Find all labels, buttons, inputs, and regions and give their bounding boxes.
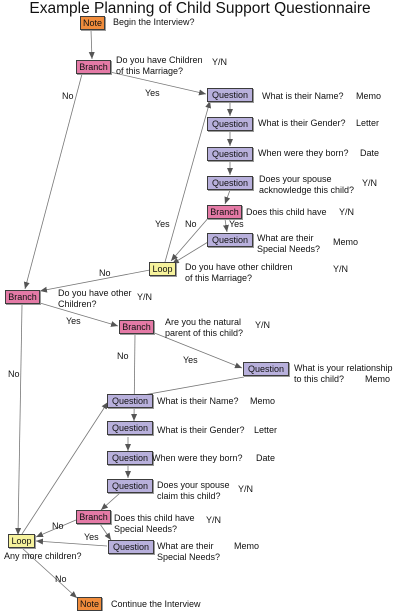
question-born-1: Question bbox=[207, 147, 253, 161]
text-memo-3: Memo bbox=[365, 374, 391, 384]
text-memo-2: Memo bbox=[333, 237, 359, 247]
text-special-needs-1: Does this child have bbox=[246, 207, 327, 217]
text-begin: Begin the Interview? bbox=[113, 17, 195, 27]
edge-label-b3-no: No bbox=[8, 369, 20, 379]
edge-label-b2-no: No bbox=[185, 219, 197, 229]
edge-loop1-yes-q1 bbox=[164, 100, 212, 263]
edge-branch2-yes-q5 bbox=[222, 218, 229, 233]
question-name-2: Question bbox=[107, 421, 153, 435]
branch-special-needs-1: Branch bbox=[207, 205, 242, 219]
text-letter-2: Letter bbox=[254, 425, 278, 435]
text-when-born-2: When were they born? bbox=[152, 453, 243, 463]
question-special-needs-2: Question bbox=[108, 540, 154, 554]
edge-label-b5-yes: Yes bbox=[84, 532, 99, 542]
text-spouse-acknowledge: Does your spouse acknowledge this child? bbox=[259, 174, 355, 195]
edge-label-b5-no: No bbox=[52, 521, 64, 531]
text-more-children: Any more children? bbox=[4, 551, 82, 561]
question-name-2b: Question bbox=[107, 394, 153, 408]
text-memo-1: Memo bbox=[356, 91, 382, 101]
text-their-gender-2: What is their Gender? bbox=[157, 425, 245, 435]
loop-more-children: Loop bbox=[8, 534, 35, 548]
question-spouse-claim: Question bbox=[107, 479, 153, 493]
edge-loop2-yes-q7 bbox=[21, 401, 109, 535]
edge-loop1-no bbox=[39, 269, 151, 293]
text-memo-4: Memo bbox=[250, 396, 276, 406]
question-relationship: Question bbox=[243, 362, 289, 376]
edge-label-b1-yes: Yes bbox=[145, 88, 160, 98]
edge-label-loop2-no: No bbox=[55, 574, 67, 584]
edge-label-b4-no: No bbox=[117, 351, 129, 361]
edge-note1-branch1 bbox=[88, 29, 95, 60]
edge-branch5-yes-q11 bbox=[99, 523, 112, 541]
text-yn-2: Y/N bbox=[362, 178, 378, 188]
edge-q5-loop1 bbox=[171, 241, 209, 265]
edge-label-b2-yes-loop: Yes bbox=[155, 219, 170, 229]
text-continue: Continue the Interview bbox=[111, 599, 201, 609]
text-special-needs-2: Does this child have Special Needs? bbox=[114, 513, 195, 534]
edge-branch1-no bbox=[23, 73, 83, 290]
question-acknowledge: Question bbox=[207, 176, 253, 190]
branch-special-needs-2: Branch bbox=[76, 510, 111, 524]
text-yn-5: Y/N bbox=[137, 292, 153, 302]
loop-other-children-marriage: Loop bbox=[149, 262, 176, 276]
text-their-gender-1: What is their Gender? bbox=[258, 118, 346, 128]
edge-branch5-no-loop2 bbox=[35, 519, 77, 538]
text-memo-5: Memo bbox=[234, 541, 260, 551]
text-their-name-1: What is their Name? bbox=[262, 91, 344, 101]
branch-other-children: Branch bbox=[5, 290, 40, 304]
edge-label-b2-yes: Yes bbox=[229, 219, 244, 229]
diagram-title: Example Planning of Child Support Questi… bbox=[29, 0, 371, 17]
branch-natural-parent: Branch bbox=[119, 320, 154, 334]
text-other-children-marriage: Do you have other children of this Marri… bbox=[185, 262, 293, 283]
question-gender-1: Question bbox=[207, 117, 253, 131]
edge-label-b3-yes: Yes bbox=[66, 316, 81, 326]
text-letter-1: Letter bbox=[356, 118, 380, 128]
text-their-name-2: What is their Name? bbox=[157, 396, 239, 406]
text-date-1: Date bbox=[360, 148, 380, 158]
text-spouse-claim: Does your spouse claim this child? bbox=[157, 480, 230, 501]
text-yn-3: Y/N bbox=[339, 207, 355, 217]
edge-q11-loop2 bbox=[35, 538, 108, 547]
text-other-children: Do you have other Children? bbox=[58, 288, 132, 309]
edge-branch3-yes bbox=[39, 302, 119, 327]
edge-branch4-yes bbox=[151, 331, 243, 369]
text-yn-4: Y/N bbox=[333, 264, 349, 274]
question-born-2: Question bbox=[107, 451, 153, 465]
edge-loop2-no bbox=[21, 547, 78, 599]
text-relationship: What is your relationship to this child? bbox=[294, 363, 393, 384]
edge-label-loop1-no: No bbox=[99, 268, 111, 278]
text-what-special-2: What are their Special Needs? bbox=[157, 541, 221, 562]
text-what-special-1: What are their Special Needs? bbox=[257, 233, 321, 254]
edge-branch2-no-loop1 bbox=[170, 215, 211, 262]
text-natural-parent: Are you the natural parent of this child… bbox=[165, 317, 244, 338]
edge-branch3-no bbox=[15, 304, 23, 536]
text-children-marriage: Do you have Children of this Marriage? bbox=[116, 55, 203, 76]
edge-label-b1-no: No bbox=[62, 91, 74, 101]
text-when-born-1: When were they born? bbox=[258, 148, 349, 158]
edge-q10-branch5 bbox=[100, 492, 121, 511]
edge-branch1-yes bbox=[109, 71, 207, 96]
question-special-needs-1: Question bbox=[207, 233, 253, 247]
text-yn-8: Y/N bbox=[206, 515, 222, 525]
text-yn-6: Y/N bbox=[255, 320, 271, 330]
text-yn-1: Y/N bbox=[212, 57, 228, 67]
branch-children-of-marriage: Branch bbox=[76, 60, 111, 74]
question-name-1: Question bbox=[207, 88, 253, 102]
text-date-2: Date bbox=[256, 453, 276, 463]
text-yn-7: Y/N bbox=[238, 484, 254, 494]
edge-q4-branch2 bbox=[224, 189, 231, 205]
edge-label-b4-yes: Yes bbox=[183, 355, 198, 365]
note-continue: Note bbox=[77, 597, 102, 611]
note-begin: Note bbox=[80, 16, 105, 30]
